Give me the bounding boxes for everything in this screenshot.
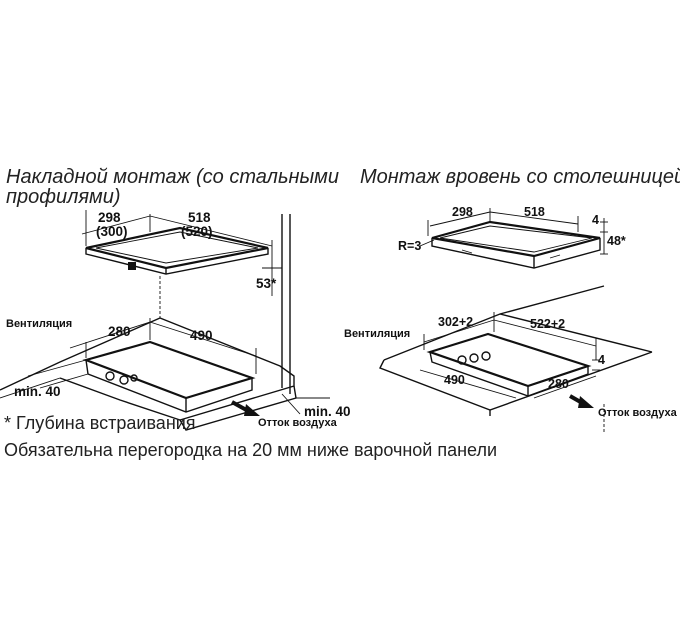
left-title-line1: Накладной монтаж (со стальными <box>6 166 339 188</box>
left-dim-518: 518 <box>188 210 211 225</box>
right-cutout-dimensions <box>419 312 600 399</box>
right-title: Монтаж вровень со столешницей <box>360 166 680 188</box>
right-dim-4-top: 4 <box>592 213 599 227</box>
left-dim-520: (520) <box>181 224 213 239</box>
left-min40-left-lines <box>27 359 89 389</box>
left-title-line2: профилями) <box>6 186 121 208</box>
left-min40-left: min. 40 <box>14 384 61 399</box>
left-dim-300: (300) <box>96 224 128 239</box>
right-cutout <box>426 332 592 397</box>
left-cutout-dimensions <box>69 318 257 374</box>
right-top-dimensions <box>427 208 608 255</box>
left-top-dimensions <box>81 210 273 256</box>
right-dim-518: 518 <box>524 205 545 219</box>
left-air-outlet: Отток воздуха <box>258 417 338 429</box>
left-hob <box>85 226 269 275</box>
left-ventilation: Вентиляция <box>6 318 72 330</box>
right-dim-490: 490 <box>444 373 465 387</box>
right-air-outlet-arrow-icon <box>569 394 605 432</box>
footnote-partition: Обязательна перегородка на 20 мм ниже ва… <box>4 440 497 460</box>
left-dim-280: 280 <box>108 324 131 339</box>
left-dim-298: 298 <box>98 210 121 225</box>
left-cutout <box>82 340 256 413</box>
right-countertop <box>379 285 653 416</box>
left-dim-53-lines <box>262 256 282 296</box>
right-dim-522: 522+2 <box>530 317 565 331</box>
left-min40-right: min. 40 <box>304 404 351 419</box>
left-min40-right-lines <box>281 393 330 415</box>
right-air-outlet: Отток воздуха <box>598 407 678 419</box>
left-wall <box>281 214 291 394</box>
right-dim-4-bottom: 4 <box>598 353 605 367</box>
left-dim-53: 53* <box>256 276 277 291</box>
right-radius: R=3 <box>398 239 421 253</box>
right-dim-298: 298 <box>452 205 473 219</box>
right-hob <box>431 220 601 269</box>
right-dim-302: 302+2 <box>438 315 473 329</box>
right-ventilation: Вентиляция <box>344 328 410 340</box>
right-dim-280: 280 <box>548 377 569 391</box>
left-dim-490: 490 <box>190 328 213 343</box>
right-dim-48: 48* <box>607 234 626 248</box>
left-air-outlet-arrow-icon <box>231 400 260 416</box>
left-countertop <box>0 317 297 431</box>
footnote-depth: * Глубина встраивания <box>4 413 196 433</box>
